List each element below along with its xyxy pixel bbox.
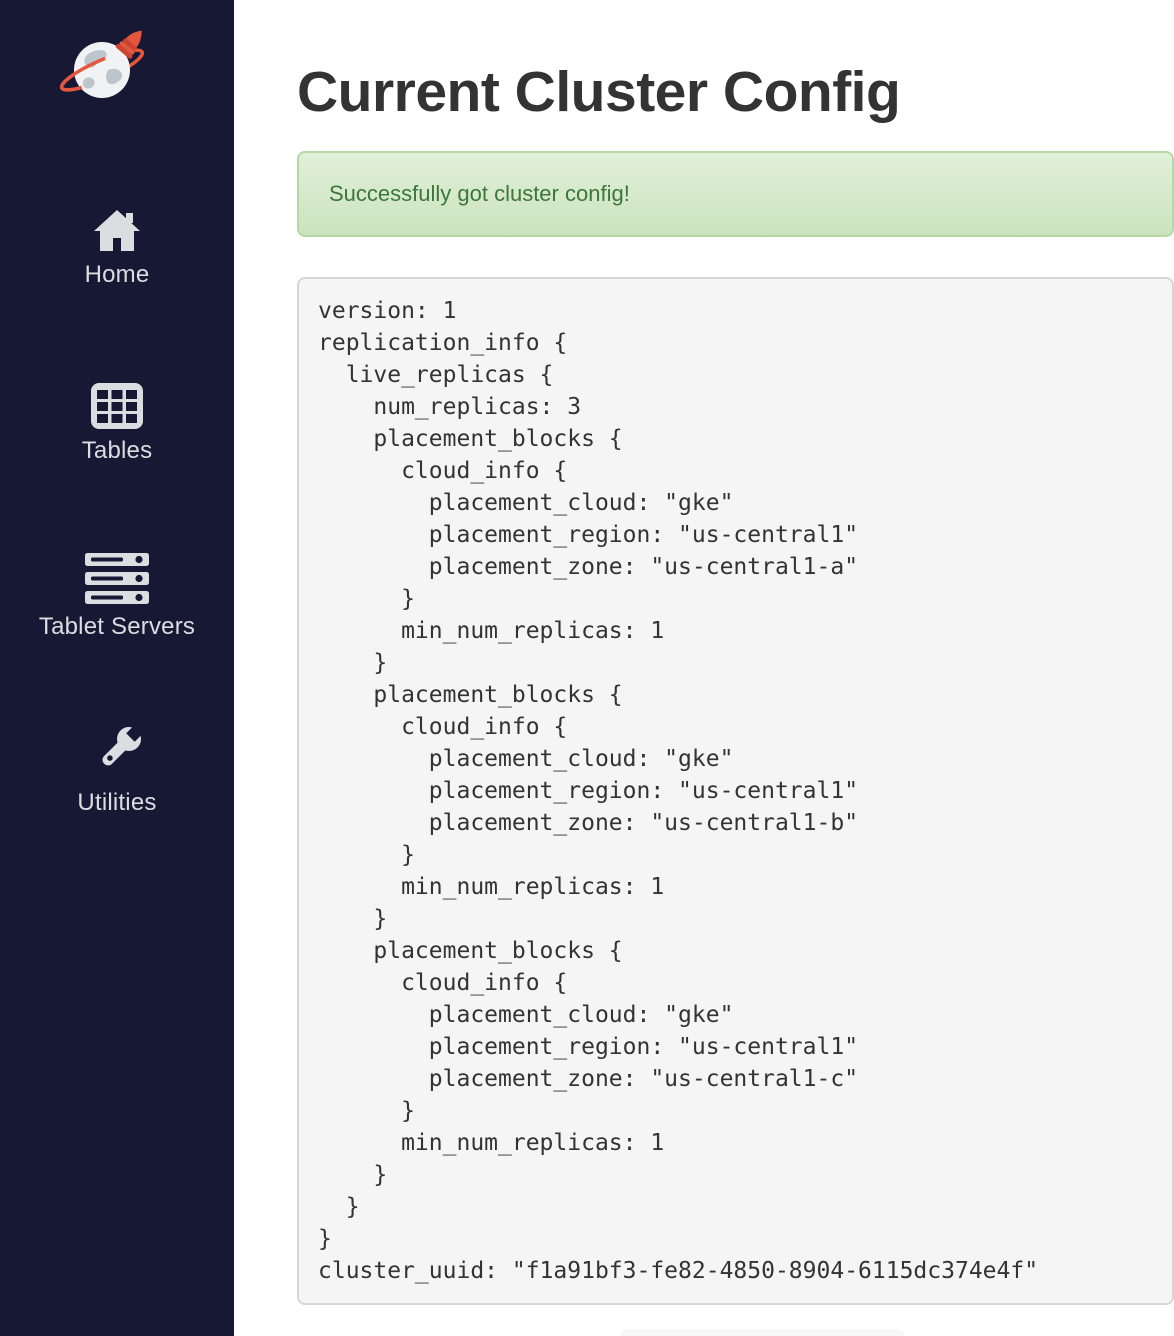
sidebar-item-label: Tables <box>81 437 153 464</box>
sidebar-nav: Home Tables <box>0 199 234 903</box>
cluster-config-text: version: 1 replication_info { live_repli… <box>297 276 1174 1305</box>
partially-visible-panel <box>620 1329 905 1336</box>
rocket-globe-icon <box>59 30 145 98</box>
success-alert: Successfully got cluster config! <box>297 150 1174 237</box>
main-content: Current Cluster Config Successfully got … <box>234 0 1174 1336</box>
sidebar-item-utilities[interactable]: Utilities <box>77 723 157 817</box>
tables-icon <box>90 375 143 429</box>
success-alert-message: Successfully got cluster config! <box>329 180 630 206</box>
home-icon <box>92 199 142 253</box>
tablet-servers-icon <box>84 551 149 605</box>
sidebar: Home Tables <box>0 0 234 1336</box>
app-logo[interactable] <box>56 26 156 113</box>
sidebar-item-label: Home <box>84 261 150 288</box>
sidebar-item-home[interactable]: Home <box>85 199 150 289</box>
sidebar-item-tablet-servers[interactable]: Tablet Servers <box>39 551 195 641</box>
utilities-wrench-icon <box>87 723 147 781</box>
sidebar-item-label: Tablet Servers <box>38 613 196 640</box>
page-title: Current Cluster Config <box>297 60 901 124</box>
sidebar-item-tables[interactable]: Tables <box>82 375 153 465</box>
sidebar-item-label: Utilities <box>77 789 157 816</box>
